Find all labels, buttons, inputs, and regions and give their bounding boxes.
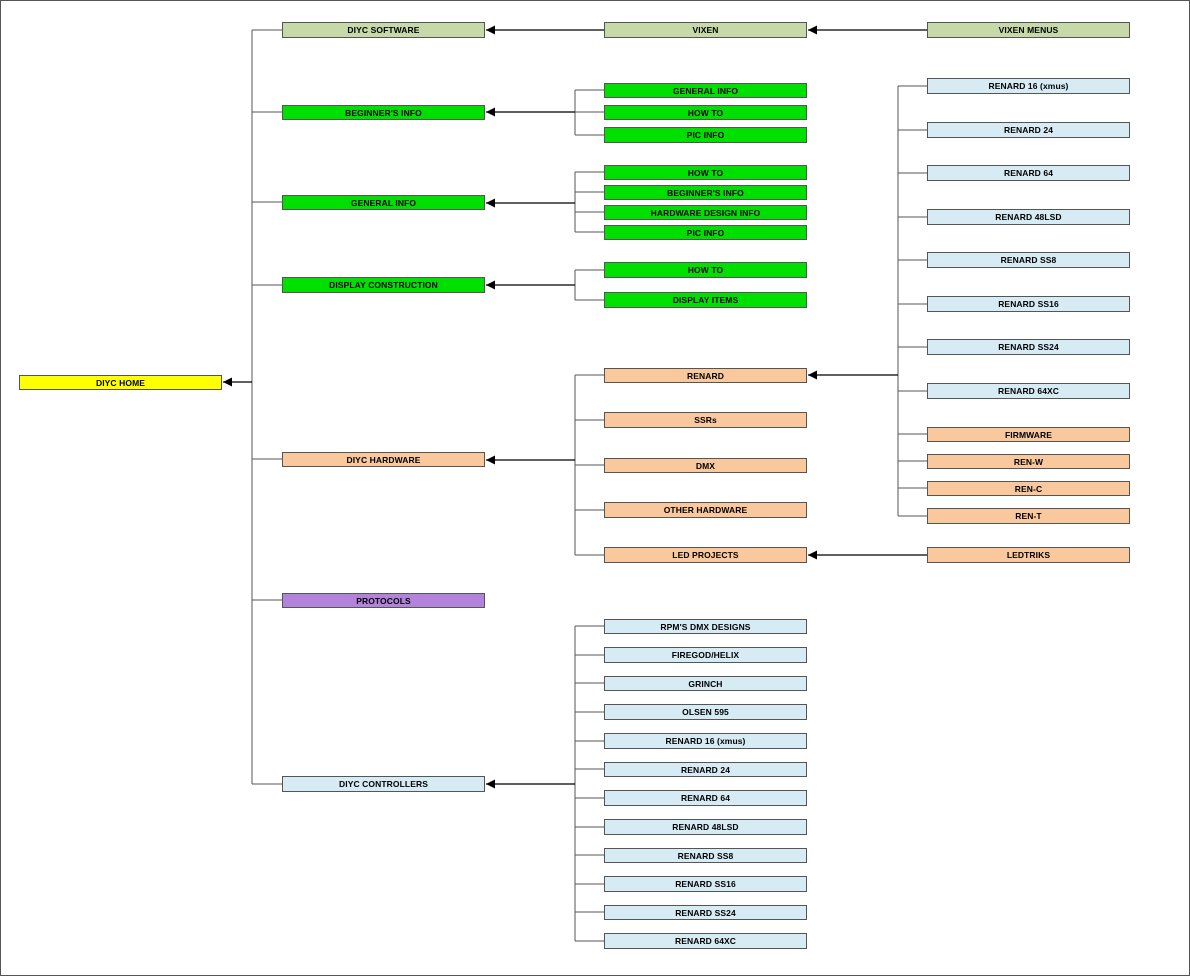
node-renard-child[interactable]: RENARD SS24 (927, 339, 1130, 355)
node-renard-child[interactable]: REN-W (927, 454, 1130, 469)
node-dmx[interactable]: DMX (604, 458, 807, 473)
node-general-pic-info[interactable]: PIC INFO (604, 225, 807, 240)
node-led-projects[interactable]: LED PROJECTS (604, 547, 807, 563)
node-diyc-home[interactable]: DIYC HOME (19, 375, 222, 390)
node-renard-child[interactable]: RENARD 64XC (927, 383, 1130, 399)
node-beginners-general-info[interactable]: GENERAL INFO (604, 83, 807, 98)
node-renard-child[interactable]: REN-T (927, 508, 1130, 524)
node-ssrs[interactable]: SSRs (604, 412, 807, 428)
node-controller-child[interactable]: RENARD 48LSD (604, 819, 807, 835)
node-renard[interactable]: RENARD (604, 368, 807, 383)
node-general-beginners-info[interactable]: BEGINNER'S INFO (604, 185, 807, 200)
node-renard-child[interactable]: RENARD SS16 (927, 296, 1130, 312)
node-controller-child[interactable]: RENARD 16 (xmus) (604, 733, 807, 749)
node-controller-child[interactable]: FIREGOD/HELIX (604, 647, 807, 663)
node-diyc-software[interactable]: DIYC SOFTWARE (282, 22, 485, 38)
node-other-hardware[interactable]: OTHER HARDWARE (604, 502, 807, 518)
node-controller-child[interactable]: RPM'S DMX DESIGNS (604, 619, 807, 634)
node-diyc-hardware[interactable]: DIYC HARDWARE (282, 452, 485, 467)
node-renard-child[interactable]: RENARD 24 (927, 122, 1130, 138)
node-general-how-to[interactable]: HOW TO (604, 165, 807, 180)
node-general-info[interactable]: GENERAL INFO (282, 195, 485, 210)
node-display-items[interactable]: DISPLAY ITEMS (604, 292, 807, 308)
node-diyc-controllers[interactable]: DIYC CONTROLLERS (282, 776, 485, 792)
node-beginners-info[interactable]: BEGINNER'S INFO (282, 105, 485, 120)
node-beginners-pic-info[interactable]: PIC INFO (604, 127, 807, 143)
node-ledtriks[interactable]: LEDTRIKS (927, 547, 1130, 563)
node-controller-child[interactable]: OLSEN 595 (604, 704, 807, 720)
node-display-construction[interactable]: DISPLAY CONSTRUCTION (282, 277, 485, 293)
node-controller-child[interactable]: RENARD SS8 (604, 848, 807, 863)
node-renard-child[interactable]: RENARD 64 (927, 165, 1130, 181)
node-controller-child[interactable]: GRINCH (604, 676, 807, 691)
node-controller-child[interactable]: RENARD 24 (604, 762, 807, 777)
node-general-hardware-design-info[interactable]: HARDWARE DESIGN INFO (604, 205, 807, 220)
node-display-how-to[interactable]: HOW TO (604, 262, 807, 278)
node-controller-child[interactable]: RENARD 64XC (604, 933, 807, 949)
node-controller-child[interactable]: RENARD 64 (604, 790, 807, 806)
node-controller-child[interactable]: RENARD SS24 (604, 905, 807, 920)
node-renard-child[interactable]: FIRMWARE (927, 427, 1130, 442)
node-renard-child[interactable]: RENARD SS8 (927, 252, 1130, 268)
node-vixen[interactable]: VIXEN (604, 22, 807, 38)
node-beginners-how-to[interactable]: HOW TO (604, 105, 807, 120)
node-renard-child[interactable]: REN-C (927, 481, 1130, 496)
node-controller-child[interactable]: RENARD SS16 (604, 876, 807, 892)
node-renard-child[interactable]: RENARD 48LSD (927, 209, 1130, 225)
node-vixen-menus[interactable]: VIXEN MENUS (927, 22, 1130, 38)
node-renard-child[interactable]: RENARD 16 (xmus) (927, 78, 1130, 94)
node-protocols[interactable]: PROTOCOLS (282, 593, 485, 608)
